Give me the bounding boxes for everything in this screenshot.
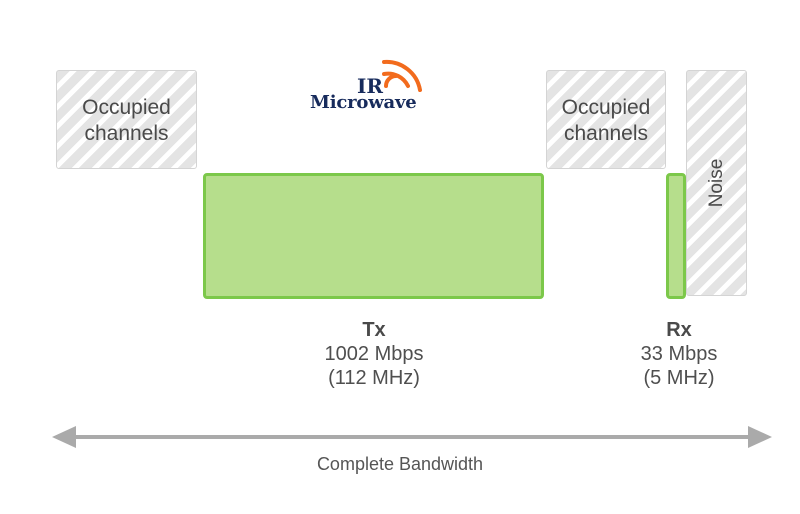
logo-microwave-text: Microwave: [310, 92, 417, 113]
occupied-channels-left: Occupied channels: [56, 70, 197, 169]
tx-rate: 1002 Mbps: [324, 343, 424, 365]
tx-title: Tx: [362, 319, 386, 341]
rx-rate: 33 Mbps: [640, 343, 718, 365]
occupied-left-line2: channels: [84, 122, 169, 145]
logo-ir-text: IR: [357, 74, 383, 98]
rx-channel-block: [666, 173, 686, 299]
tx-bandwidth: (112 MHz): [328, 367, 420, 389]
complete-bandwidth-label: Complete Bandwidth: [316, 454, 484, 474]
occupied-right-line2: channels: [563, 122, 649, 145]
ir-microwave-logo: IR Microwave: [300, 52, 440, 122]
rx-bandwidth: (5 MHz): [643, 367, 715, 389]
occupied-channels-left-label: Occupied channels: [57, 95, 196, 147]
tx-caption: Tx 1002 Mbps (112 MHz): [274, 318, 474, 390]
occupied-right-line1: Occupied: [561, 96, 651, 119]
double-arrow-icon: [52, 426, 772, 448]
noise-region: Noise: [686, 70, 747, 296]
occupied-left-line1: Occupied: [82, 96, 171, 119]
tx-channel-block: [203, 173, 544, 299]
rx-title: Rx: [666, 319, 692, 341]
rx-caption: Rx 33 Mbps (5 MHz): [609, 318, 749, 390]
signal-waves-icon: [382, 59, 422, 92]
noise-label: Noise: [705, 158, 727, 208]
occupied-channels-right: Occupied channels: [546, 70, 666, 169]
occupied-channels-right-label: Occupied channels: [547, 95, 665, 147]
